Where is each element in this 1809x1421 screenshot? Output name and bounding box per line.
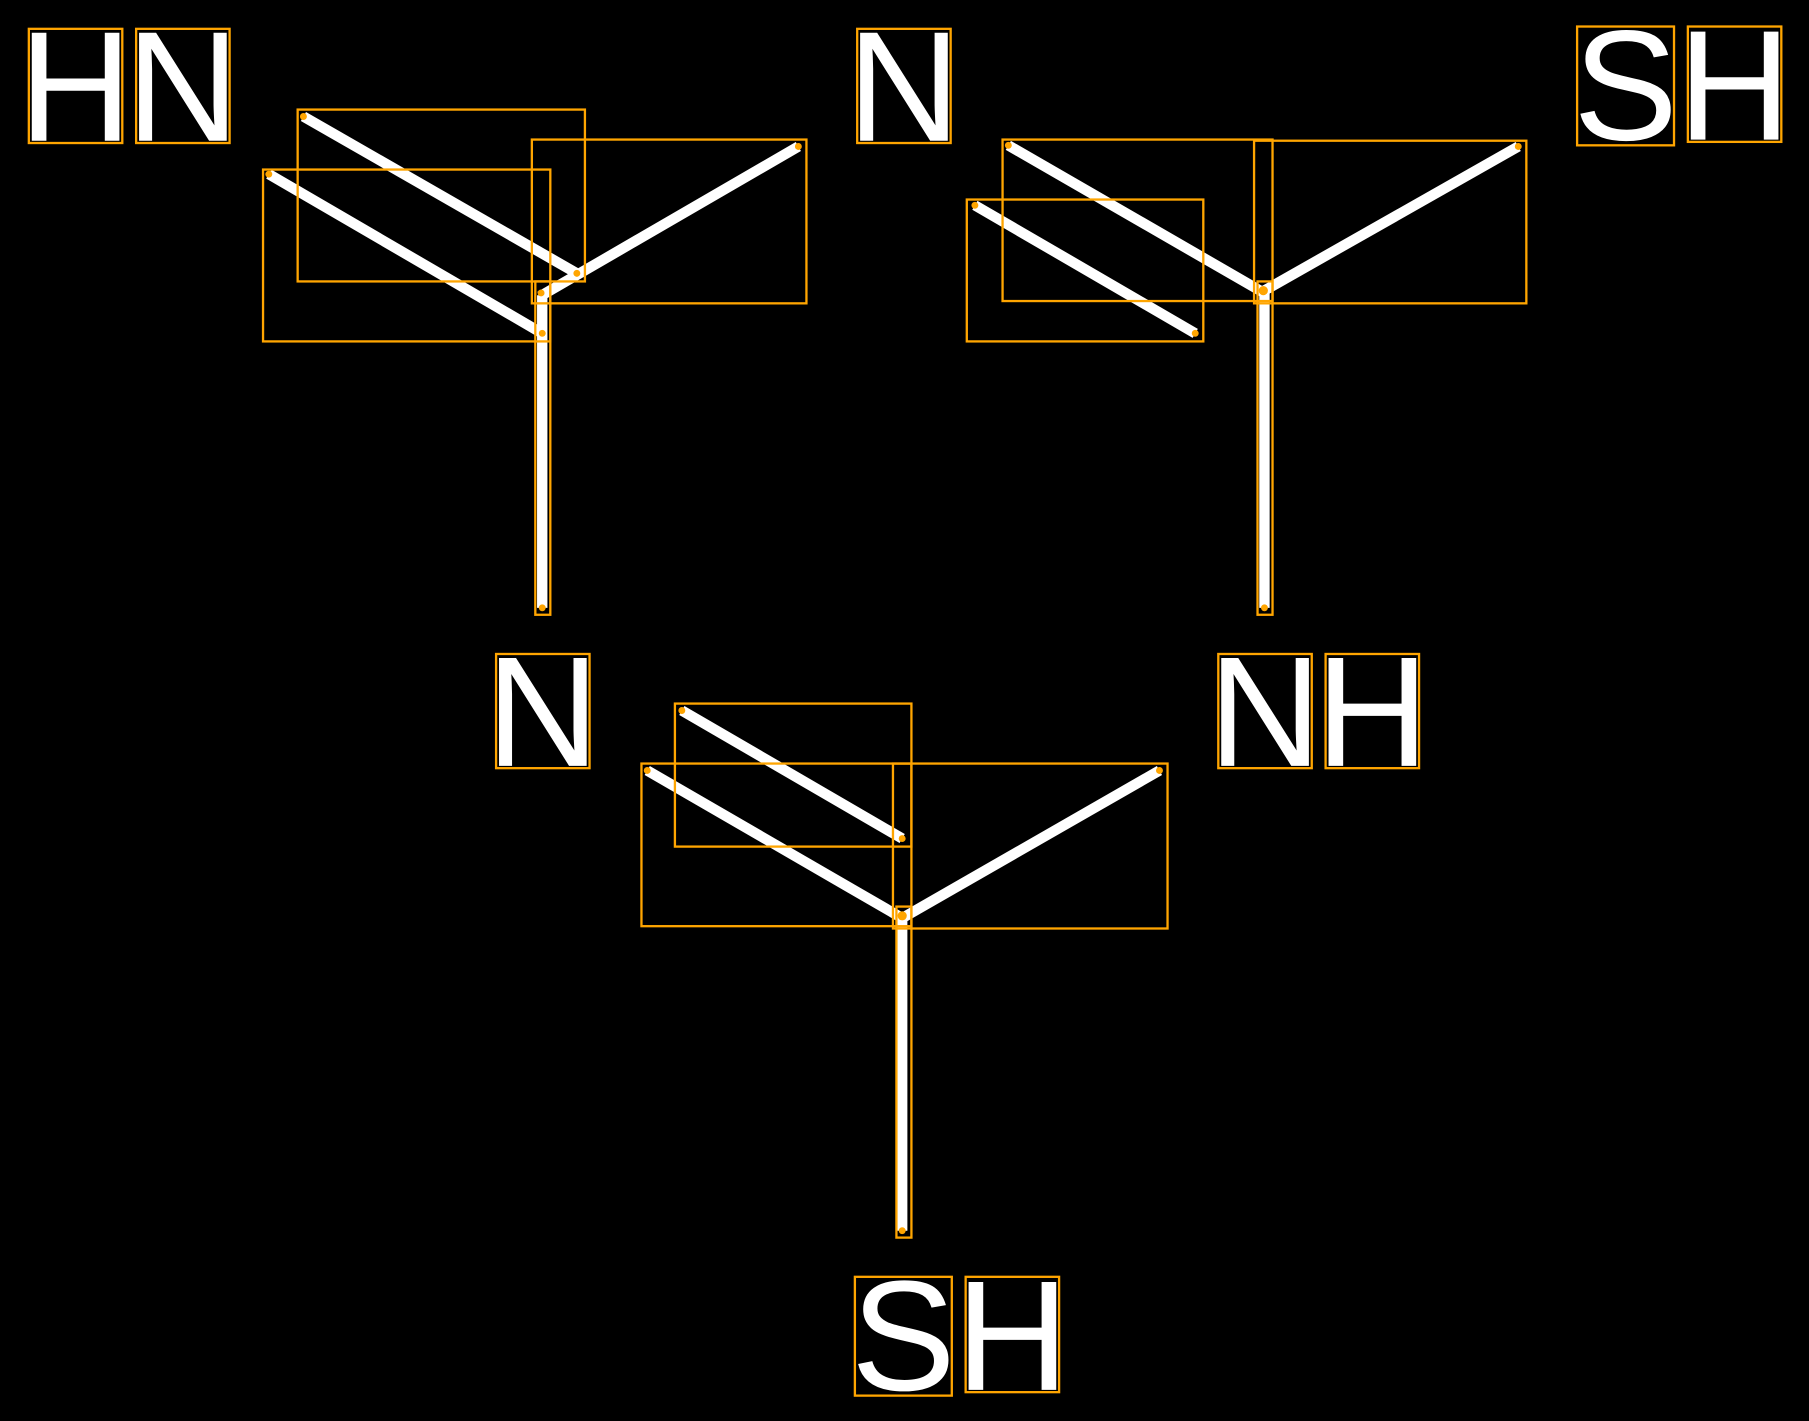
bond-bbox: [534, 280, 552, 616]
atom-label-n: N: [1208, 625, 1321, 800]
label-bbox: [856, 27, 952, 145]
atom-label-h: H: [19, 0, 132, 175]
endpoint: [1156, 767, 1163, 774]
molecule-1: [261, 108, 808, 616]
endpoint: [971, 201, 979, 209]
atom-labels: H N N S H N N H S H: [19, 0, 1791, 1421]
bond: [1259, 141, 1521, 297]
bond-bbox: [296, 108, 587, 283]
endpoint: [537, 289, 545, 297]
endpoint: [299, 113, 307, 120]
atom-label-h: H: [956, 1249, 1069, 1421]
label-bbox: [494, 652, 591, 770]
bond: [266, 169, 545, 338]
bond-bbox: [1252, 139, 1528, 305]
endpoint: [1004, 141, 1012, 149]
endpoint: [1191, 329, 1199, 337]
bond: [537, 141, 801, 301]
endpoint: [898, 835, 906, 842]
endpoint: [898, 1227, 906, 1235]
bond-bbox: [673, 702, 913, 848]
bond-bbox: [895, 905, 913, 1239]
bond: [1005, 140, 1265, 297]
endpoint: [265, 170, 273, 178]
label-bbox: [1217, 652, 1313, 770]
atom-label-s: S: [851, 1249, 956, 1421]
endpoint: [538, 329, 546, 337]
molecule-2: [965, 138, 1528, 616]
atom-label-h: H: [1316, 625, 1429, 800]
bond-bbox: [1256, 280, 1274, 616]
atom-label-n: N: [486, 625, 599, 800]
bond: [972, 200, 1198, 338]
label-bbox: [134, 27, 231, 145]
label-bbox: [853, 1275, 953, 1397]
bond: [679, 706, 905, 844]
label-bbox: [1324, 652, 1421, 770]
endpoint: [538, 604, 546, 612]
atom-label-s: S: [1573, 0, 1678, 174]
bond-bbox: [891, 762, 1169, 930]
bond-bbox: [530, 138, 808, 305]
endpoint: [678, 707, 686, 714]
endpoint: [1260, 604, 1268, 612]
endpoint: [897, 911, 907, 921]
label-bbox: [1686, 25, 1783, 144]
endpoint: [1258, 286, 1268, 296]
endpoint: [794, 143, 802, 150]
bond: [644, 765, 905, 923]
label-bbox: [27, 27, 124, 145]
atom-label-h: H: [1678, 0, 1791, 174]
molecule-3: [640, 702, 1169, 1239]
label-bbox: [1575, 25, 1676, 147]
endpoint: [1514, 143, 1522, 150]
bond-bbox: [261, 168, 552, 343]
atom-label-n: N: [847, 0, 960, 175]
label-bbox: [964, 1275, 1061, 1394]
bond: [899, 765, 1163, 923]
atom-label-n: N: [126, 0, 239, 175]
endpoint: [643, 767, 651, 774]
bond-bbox: [965, 198, 1205, 343]
endpoint: [573, 269, 581, 277]
bond-bbox: [1001, 138, 1274, 303]
